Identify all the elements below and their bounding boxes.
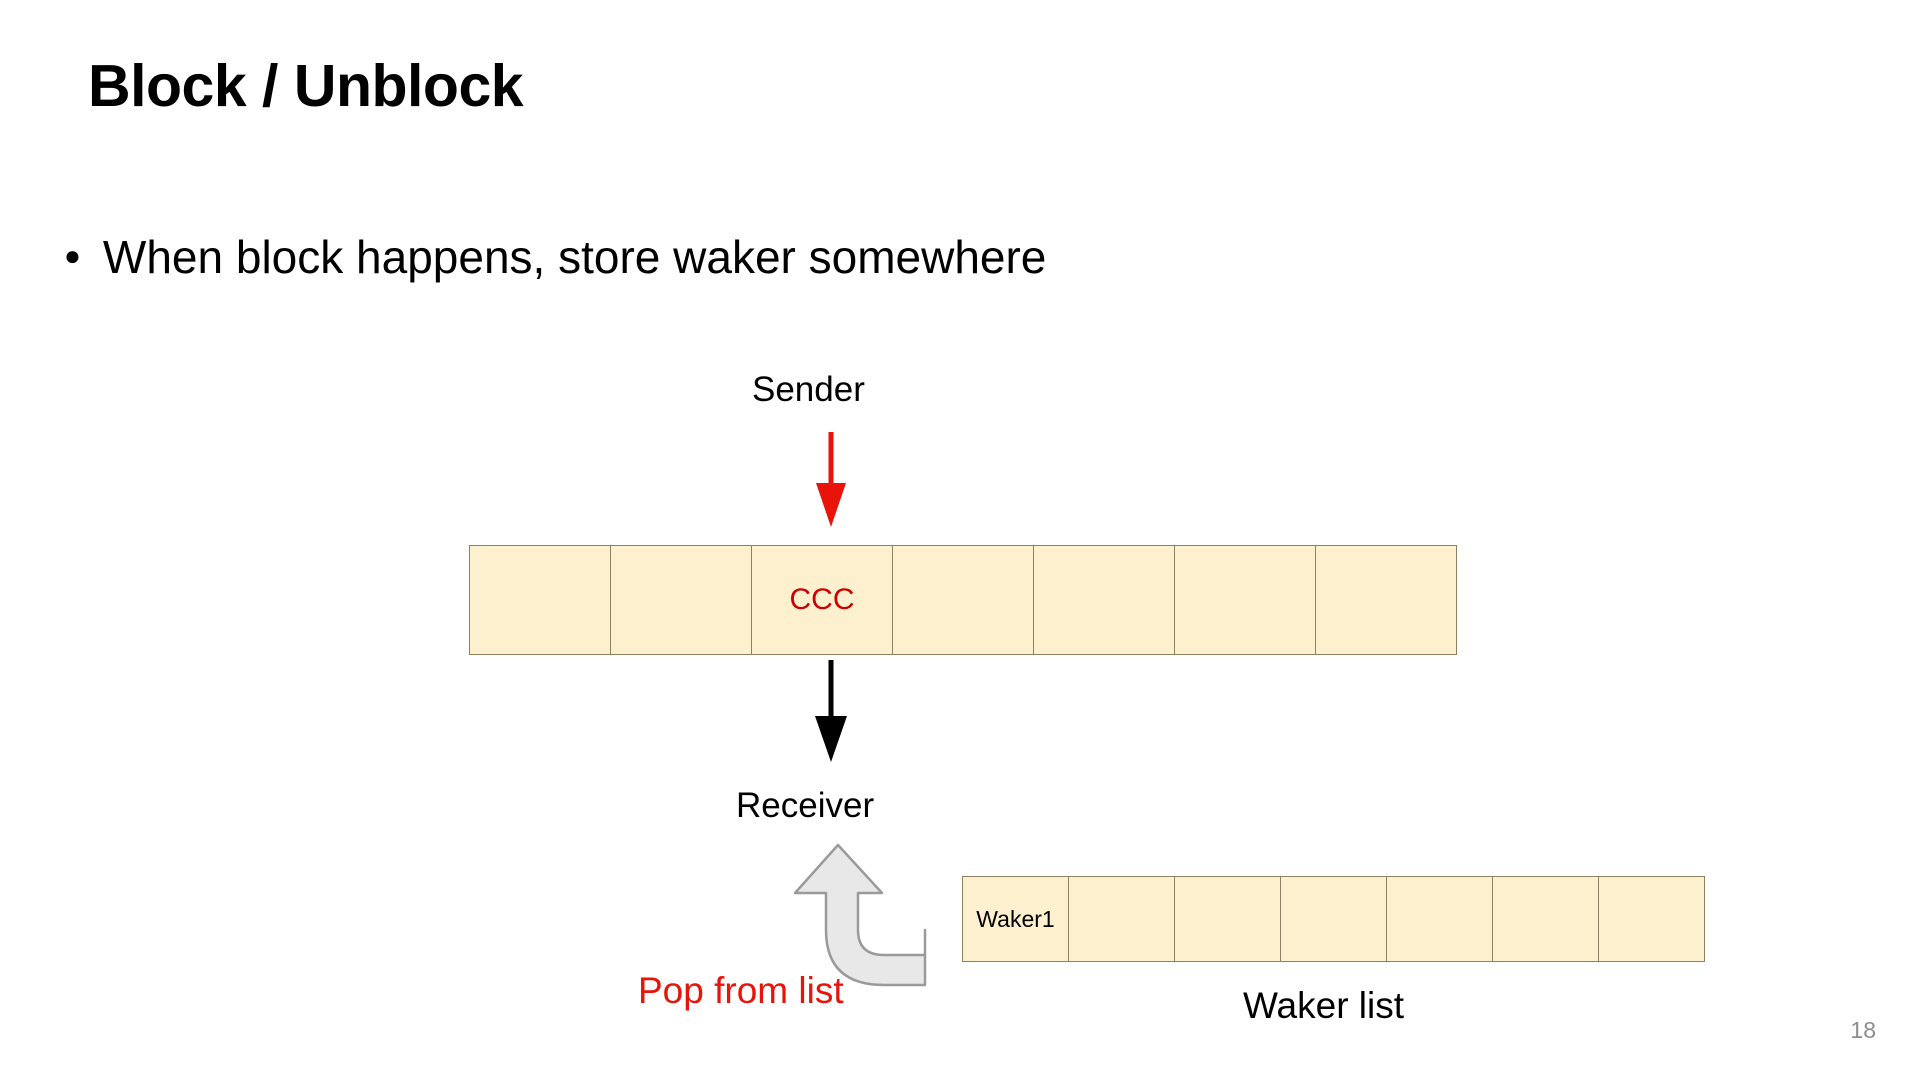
buffer-cell-1: [610, 545, 752, 655]
buffer-cell-2: CCC: [751, 545, 893, 655]
buffer-cell-0: [469, 545, 611, 655]
waker-cell-6: [1598, 876, 1705, 962]
buffer-to-receiver-arrow: [815, 660, 847, 762]
buffer-cell-6: [1315, 545, 1457, 655]
waker-cell-2: [1174, 876, 1281, 962]
pop-from-list-label: Pop from list: [638, 970, 844, 1011]
receiver-label: Receiver: [736, 786, 875, 825]
buffer-cell-3: [892, 545, 1034, 655]
page-number: 18: [1850, 1017, 1876, 1043]
buffer-cell-4: [1033, 545, 1175, 655]
page-title: Block / Unblock: [88, 53, 524, 119]
buffer-cell-5: [1174, 545, 1316, 655]
channel-buffer-row: CCC: [469, 545, 1457, 655]
bullet-point-icon: ●: [64, 240, 81, 271]
waker-cell-3: [1280, 876, 1387, 962]
waker-cell-5: [1492, 876, 1599, 962]
sender-to-buffer-arrow: [816, 432, 846, 527]
waker-list-label: Waker list: [1243, 985, 1405, 1026]
bullet-list-item: ● When block happens, store waker somewh…: [64, 232, 1046, 283]
waker-cell-4: [1386, 876, 1493, 962]
pop-from-list-arrow: [793, 843, 927, 987]
sender-label: Sender: [752, 370, 865, 409]
waker-list-row: Waker1: [962, 876, 1705, 962]
waker-cell-0: Waker1: [962, 876, 1069, 962]
waker-cell-1: [1068, 876, 1175, 962]
bullet-text: When block happens, store waker somewher…: [102, 231, 1047, 283]
